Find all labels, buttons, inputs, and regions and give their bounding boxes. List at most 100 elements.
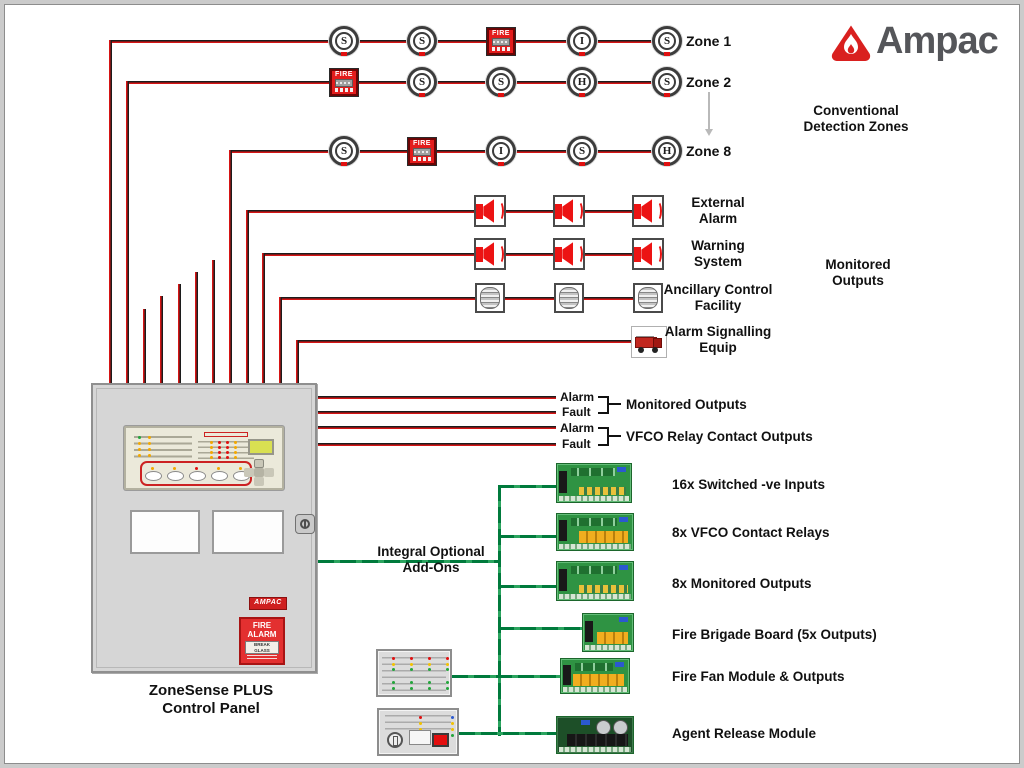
detector-letter: I <box>573 32 591 50</box>
detector-letter: S <box>658 32 676 50</box>
ampac-flame-icon <box>831 25 871 61</box>
status-led-block <box>134 434 192 460</box>
board-label: 16x Switched -ve Inputs <box>672 477 826 492</box>
call-point-text: FIRE <box>335 71 353 78</box>
call-point-text: FIRE <box>492 30 510 37</box>
detector-letter: S <box>573 142 591 160</box>
smoke-detector-icon: S <box>329 136 359 166</box>
board-label: Agent Release Module <box>672 726 817 741</box>
zone8-label: Zone 8 <box>686 143 732 159</box>
detector-letter: S <box>492 73 510 91</box>
wire-vfco-alarm <box>318 426 556 429</box>
sounder-icon <box>553 195 585 227</box>
call-point-instructions <box>247 655 277 661</box>
bracket-line <box>607 396 609 414</box>
fan-status-leds <box>392 657 395 660</box>
board-label: Fire Fan Module & Outputs <box>672 669 845 684</box>
smoke-detector-icon: S <box>486 67 516 97</box>
fire-truck-icon <box>631 326 667 358</box>
wire-riser <box>109 40 112 383</box>
wire-stub-zone6 <box>195 272 198 383</box>
bracket-line <box>598 396 608 398</box>
alarm-label: Alarm <box>560 390 595 404</box>
agent-release-fascia-module <box>377 708 459 756</box>
ancillary-label: Ancillary Control Facility <box>663 282 773 313</box>
board-label: 8x Monitored Outputs <box>672 576 812 591</box>
panel-fascia <box>124 426 284 490</box>
zone-led-block <box>198 439 254 461</box>
wire-zone8 <box>229 150 672 153</box>
alarm-label: Alarm <box>560 421 595 435</box>
agent-release-button <box>432 733 449 747</box>
bracket-line <box>607 435 621 437</box>
document-pocket <box>130 510 200 554</box>
monitored-outputs-label: Monitored Outputs <box>626 397 747 412</box>
pcb-switched-inputs <box>556 463 632 503</box>
pcb-vfco-relays <box>556 513 634 551</box>
call-point-arrows <box>413 157 431 161</box>
board-label: 8x VFCO Contact Relays <box>672 525 830 540</box>
break-glass-text: BREAK GLASS <box>245 641 279 654</box>
wire-riser <box>229 150 232 383</box>
call-point-text: FIRE <box>413 140 431 147</box>
vfco-outputs-label: VFCO Relay Contact Outputs <box>626 429 813 444</box>
agent-status-leds <box>419 716 422 719</box>
pcb-fire-fan <box>560 658 630 694</box>
wire-zone1 <box>109 40 680 43</box>
zone-alarm-leds <box>210 441 213 444</box>
warning-system-label: Warning System <box>691 238 745 269</box>
smoke-detector-icon: S <box>407 26 437 56</box>
detector-letter: S <box>413 32 431 50</box>
addons-feed-label: Integral Optional Add-Ons <box>377 544 485 575</box>
wire-addon-branch <box>459 732 557 735</box>
call-point-alarm-text: ALARM <box>247 630 277 639</box>
wire-riser <box>126 81 129 383</box>
smoke-detector-icon: S <box>329 26 359 56</box>
keyswitch-icon <box>387 732 403 748</box>
call-point-fire-text: FIRE <box>252 621 272 630</box>
conventional-zones-label: Conventional Detection Zones <box>803 103 909 134</box>
sounder-icon <box>632 238 664 270</box>
monitored-outputs-group-label: Monitored Outputs <box>825 257 891 288</box>
call-point-glass <box>492 38 510 46</box>
button-leds <box>151 467 154 470</box>
wire-vfco-fault <box>318 443 556 446</box>
navigation-keypad <box>244 459 274 487</box>
wire-signalling <box>296 340 649 343</box>
heat-detector-icon: H <box>652 136 682 166</box>
wire-monitored-fault <box>318 411 556 414</box>
wire-riser <box>262 253 265 383</box>
document-pocket <box>212 510 284 554</box>
call-point-arrows <box>335 88 353 92</box>
bracket-line <box>598 427 608 429</box>
board-label: Fire Brigade Board (5x Outputs) <box>672 627 877 642</box>
wire-addon-branch <box>498 485 558 488</box>
control-panel-cabinet: AMPAC FIRE ALARM BREAK GLASS <box>91 383 317 673</box>
fire-fan-fascia-module <box>376 649 452 697</box>
pcb-fire-brigade <box>582 613 634 652</box>
sounder-icon <box>474 238 506 270</box>
bracket-line <box>607 403 621 405</box>
manual-call-point-icon: FIRE <box>487 28 515 55</box>
panel-caption: ZoneSense PLUS Control Panel <box>148 682 274 717</box>
lcd-display <box>248 439 274 455</box>
brand-name: Ampac <box>876 20 999 62</box>
wire-addon-branch <box>498 627 584 630</box>
fault-label: Fault <box>562 437 591 451</box>
wire-riser <box>296 340 299 383</box>
manual-call-point-icon: FIRE <box>330 69 358 96</box>
ion-detector-icon: I <box>486 136 516 166</box>
relay-coil-icon <box>554 283 584 313</box>
wire-stub-zone4 <box>160 296 163 383</box>
signalling-label: Alarm Signalling Equip <box>664 324 772 355</box>
call-point-glass <box>413 148 431 156</box>
call-point-glass <box>335 79 353 87</box>
sounder-icon <box>632 195 664 227</box>
arrow-keys <box>254 459 264 468</box>
wire-monitored-alarm <box>318 396 556 399</box>
zone2-label: Zone 2 <box>686 74 732 90</box>
sounder-icon <box>553 238 585 270</box>
ampac-sticker: AMPAC <box>249 597 287 610</box>
detector-letter: I <box>492 142 510 160</box>
wire-riser <box>279 297 282 383</box>
